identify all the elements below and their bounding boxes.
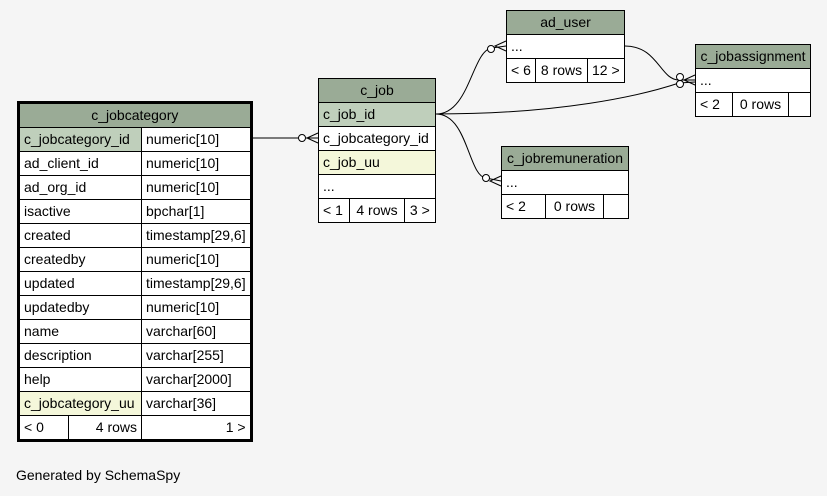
column-type: timestamp[29,6] [141,223,252,248]
crowfoot-marker [493,40,507,52]
column-name: c_jobcategory_id [318,126,436,151]
column-type: varchar[60] [141,319,252,344]
children-count[interactable]: 3 > [403,198,437,223]
parents-count[interactable]: < 6 [505,58,537,83]
column-name: description [18,343,142,368]
column-name: ad_client_id [18,151,142,176]
column-name: created [18,223,142,248]
column-type: numeric[10] [141,247,252,272]
column-type: numeric[10] [141,127,252,152]
column-type: timestamp[29,6] [141,271,252,296]
column-name: ... [506,34,625,59]
column-name: name [18,319,142,344]
column-name: isactive [18,199,142,224]
children-count[interactable] [603,194,629,219]
optional-marker [676,80,684,88]
parents-count[interactable]: < 2 [501,194,546,219]
parents-count[interactable]: < 2 [695,92,733,117]
table-ad-user[interactable]: ad_user ... < 6 8 rows 12 > [505,10,626,83]
table-c-jobassignment[interactable]: c_jobassignment ... < 2 0 rows [695,44,811,117]
optional-marker [482,174,490,182]
column-name: c_jobcategory_uu [18,391,142,416]
column-type: numeric[10] [141,151,252,176]
table-c-jobremuneration[interactable]: c_jobremuneration ... < 2 0 rows [501,146,629,219]
row-count: 0 rows [545,194,604,219]
children-count[interactable] [788,92,811,117]
row-count: 0 rows [732,92,789,117]
table-title[interactable]: c_jobcategory [18,102,252,128]
table-c-job[interactable]: c_job c_job_id c_jobcategory_id c_job_uu… [317,78,437,223]
row-count: 4 rows [349,198,405,223]
crowfoot-marker [682,74,696,86]
column-name: ad_org_id [18,175,142,200]
column-name: ... [501,170,629,195]
column-name: createdby [18,247,142,272]
column-name: c_jobcategory_id [18,127,142,152]
table-title[interactable]: c_jobremuneration [501,146,629,171]
column-name: c_job_id [318,102,436,127]
column-name: ... [318,174,436,199]
row-count: 8 rows [535,58,588,83]
column-type: varchar[36] [141,391,252,416]
column-type: varchar[2000] [141,367,252,392]
row-count: 4 rows [95,419,137,435]
optional-marker [298,134,306,142]
parents-count[interactable]: < 0 [20,416,69,439]
column-type: varchar[255] [141,343,252,368]
column-name: updatedby [18,295,142,320]
table-title[interactable]: c_jobassignment [695,44,811,69]
crowfoot-marker [488,175,502,187]
relation-aduser-assignment [624,45,695,81]
column-name: updated [18,271,142,296]
children-count[interactable]: 1 > [141,415,252,441]
column-name: ... [695,68,811,93]
parents-count[interactable]: < 1 [317,198,351,223]
optional-marker [487,45,495,53]
column-name: c_job_uu [318,150,436,175]
footer-cell: < 0 4 rows [18,415,142,441]
generated-by-footer: Generated by SchemaSpy [16,467,181,483]
column-name: help [18,367,142,392]
children-count[interactable]: 12 > [586,58,626,83]
crowfoot-marker [305,132,319,144]
table-title[interactable]: ad_user [506,10,625,35]
relation-job-remuneration [435,113,502,182]
column-type: numeric[10] [141,175,252,200]
relation-job-aduser [435,45,507,115]
optional-marker [676,73,684,81]
table-title[interactable]: c_job [318,78,436,103]
column-type: numeric[10] [141,295,252,320]
relation-job-assignment [435,81,696,115]
column-type: bpchar[1] [141,199,252,224]
